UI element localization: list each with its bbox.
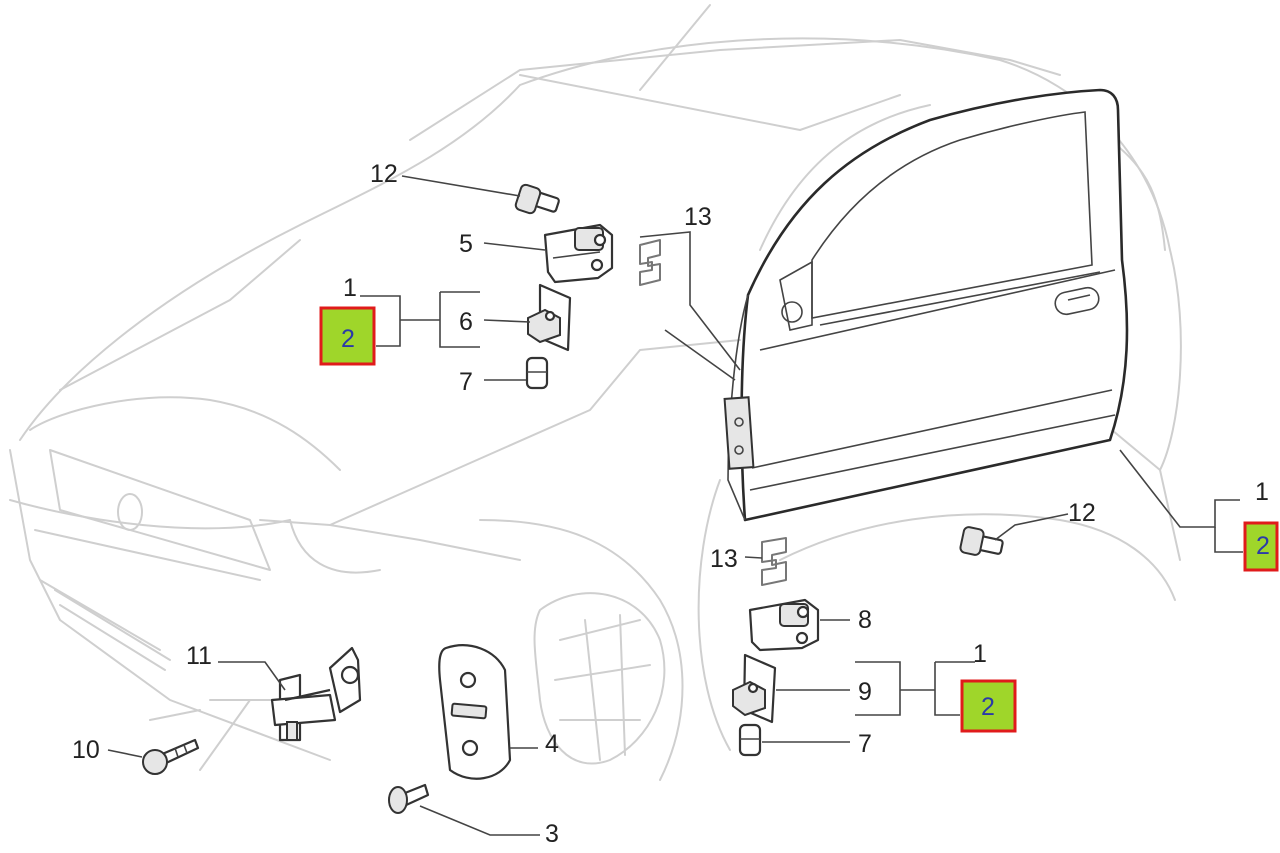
callout-2-bottom: 2: [981, 693, 995, 721]
shim-plate-13-bottom: [761, 537, 787, 586]
front-door: [723, 88, 1129, 522]
bolt-10: [142, 738, 200, 775]
callout-12-top: 12: [370, 160, 398, 188]
callout-9: 9: [858, 678, 872, 706]
callout-7-bottom: 7: [858, 730, 872, 758]
bolt-12-right: [959, 526, 1004, 556]
callout-1-left: 1: [343, 274, 357, 302]
callout-12-right: 12: [1068, 499, 1096, 527]
leader-lines: [107, 175, 1243, 836]
pin-7-top: [525, 356, 549, 390]
hinge-half-8: [748, 598, 820, 652]
door-check-strap-11: [270, 646, 362, 742]
car-body-outline: [9, 4, 1182, 781]
callout-5: 5: [459, 230, 473, 258]
upper-hinge-group: [514, 183, 661, 390]
highlight-right: 2: [1243, 521, 1279, 572]
callout-labels: 12 5 13 1 6 7 1 12 13 8 1 9 7 11 10 4 3: [72, 160, 1269, 848]
striker-plate-4: [438, 644, 512, 780]
hinge-half-9: [732, 653, 777, 724]
callout-2-right: 2: [1256, 532, 1270, 560]
hinge-half-6: [527, 283, 572, 352]
highlight-left: 2: [319, 306, 376, 366]
callout-1-bottom: 1: [973, 640, 987, 668]
callout-11: 11: [186, 642, 212, 670]
hinge-half-5: [543, 223, 614, 284]
bolt-12-top: [514, 183, 560, 215]
callout-6: 6: [459, 308, 473, 336]
callout-13-bottom: 13: [710, 545, 738, 573]
callout-10: 10: [72, 736, 100, 764]
callout-8: 8: [858, 606, 872, 634]
callout-3: 3: [545, 820, 559, 848]
screw-3: [388, 783, 430, 814]
callout-1-right: 1: [1255, 478, 1269, 506]
pin-7-bottom: [738, 723, 762, 757]
callout-13-top: 13: [684, 203, 712, 231]
callout-4: 4: [545, 730, 559, 758]
callout-7-top: 7: [459, 368, 473, 396]
callout-2-left: 2: [341, 325, 355, 353]
highlight-bottom: 2: [960, 679, 1017, 733]
shim-plate-13-top: [639, 239, 661, 286]
lower-hinge-group: [732, 526, 1004, 757]
